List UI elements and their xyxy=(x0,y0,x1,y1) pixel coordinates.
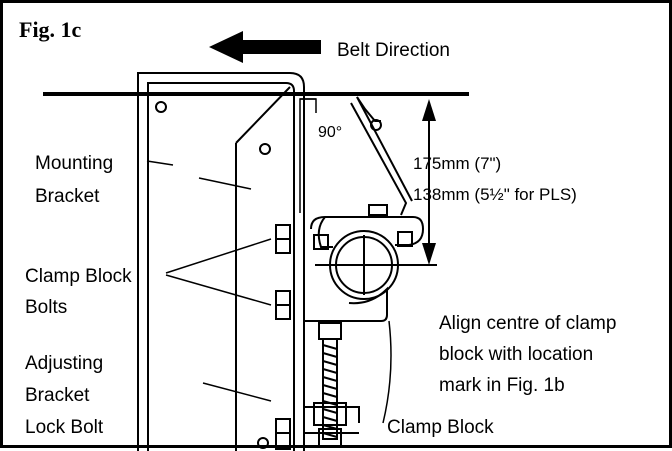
mounting-bracket xyxy=(137,72,305,451)
adjusting-rod xyxy=(304,322,360,448)
dimension-label-2: 138mm (5½" for PLS) xyxy=(413,185,577,204)
adjusting-bracket-label-2: Bracket xyxy=(25,385,90,406)
angle-label: 90° xyxy=(318,124,342,141)
clamp-block-bolts-label-2: Bolts xyxy=(25,297,67,318)
dimension-label-1: 175mm (7") xyxy=(413,154,501,173)
right-angle-marker xyxy=(299,98,317,213)
adjusting-bracket-label-1: Adjusting xyxy=(25,353,103,374)
mounting-bracket-label-1: Mounting xyxy=(35,153,113,174)
scraper-arm xyxy=(350,96,413,216)
belt-direction-label: Belt Direction xyxy=(337,40,450,61)
clamp-block-label: Clamp Block xyxy=(387,417,494,438)
belt-direction-arrow xyxy=(209,31,321,63)
clamp-block xyxy=(303,204,437,322)
figure-label: Fig. 1c xyxy=(19,17,82,42)
mounting-bracket-label-2: Bracket xyxy=(35,186,100,207)
clamp-block-bolt-bottom xyxy=(275,290,291,320)
align-note-line-3: mark in Fig. 1b xyxy=(439,375,565,396)
leader-lines xyxy=(146,160,392,424)
mounting-diagram: Fig. 1c Belt Direction 90° 175mm (7") 13… xyxy=(19,17,616,451)
clamp-block-bolts-label-1: Clamp Block xyxy=(25,266,132,287)
dimension-arrow xyxy=(422,99,436,265)
adjusting-lock-bolt xyxy=(257,418,291,450)
adjusting-bracket-label-3: Lock Bolt xyxy=(25,417,104,438)
align-note-line-2: block with location xyxy=(439,344,593,365)
align-note-line-1: Align centre of clamp xyxy=(439,313,616,334)
clamp-block-bolt-top xyxy=(275,224,291,254)
